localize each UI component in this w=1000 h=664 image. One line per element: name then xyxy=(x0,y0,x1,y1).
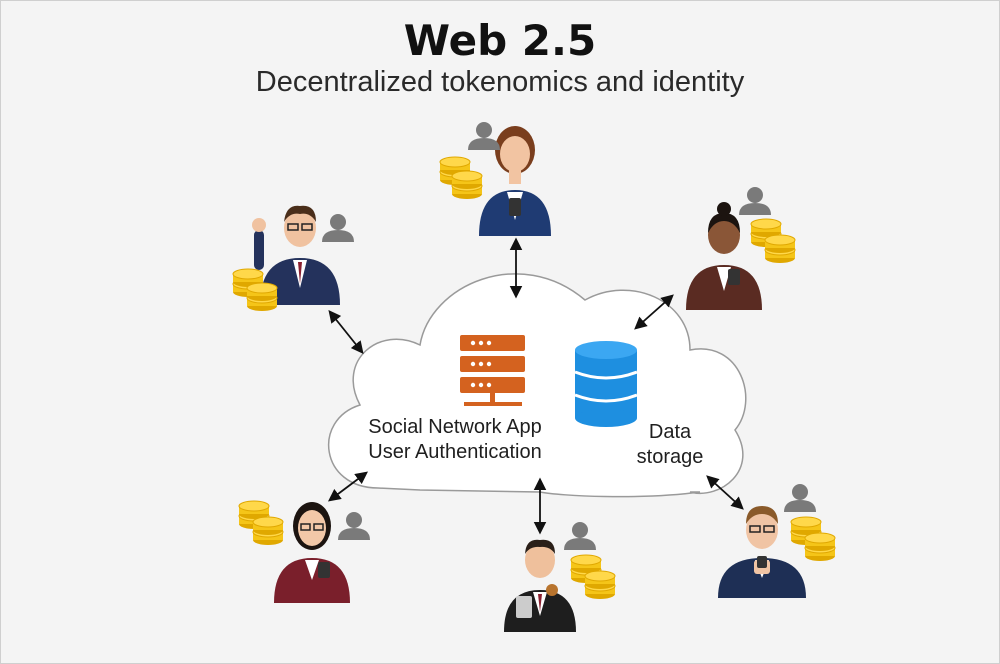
user-icon xyxy=(784,484,816,512)
coin-icon xyxy=(238,500,284,546)
server-rack-icon xyxy=(460,335,525,406)
avatar-lower-left-woman xyxy=(274,502,350,603)
coin-icon xyxy=(439,156,483,200)
coin-icon xyxy=(750,218,796,264)
user-icon xyxy=(564,522,596,550)
diagram-subtitle: Decentralized tokenomics and identity xyxy=(255,66,745,98)
storage-label-line1: Data xyxy=(648,421,692,443)
avatar-upper-left-man xyxy=(252,205,340,305)
arrow-lower-left xyxy=(327,471,369,502)
coin-icon xyxy=(570,554,616,600)
arrow-upper-right xyxy=(634,294,674,330)
app-label-line1: Social Network App xyxy=(368,416,542,438)
diagram-title: Web 2.5 xyxy=(403,16,597,65)
user-icon xyxy=(322,214,354,242)
database-icon xyxy=(574,341,638,427)
avatar-top-woman xyxy=(479,126,551,236)
storage-label: Data storage xyxy=(620,420,720,470)
coin-icon xyxy=(790,516,836,562)
user-icon xyxy=(739,187,771,215)
arrow-upper-left xyxy=(328,310,364,354)
app-label: Social Network App User Authentication xyxy=(350,415,560,465)
user-icon xyxy=(338,512,370,540)
user-icon xyxy=(468,122,500,150)
storage-label-line2: storage xyxy=(636,446,704,468)
avatar-lower-right-man xyxy=(718,506,806,598)
app-label-line2: User Authentication xyxy=(368,441,542,463)
avatar-bottom-man xyxy=(504,539,576,632)
connection-arrows xyxy=(327,237,744,535)
arrow-lower-right xyxy=(706,475,744,510)
avatar-upper-right-woman xyxy=(686,202,762,310)
